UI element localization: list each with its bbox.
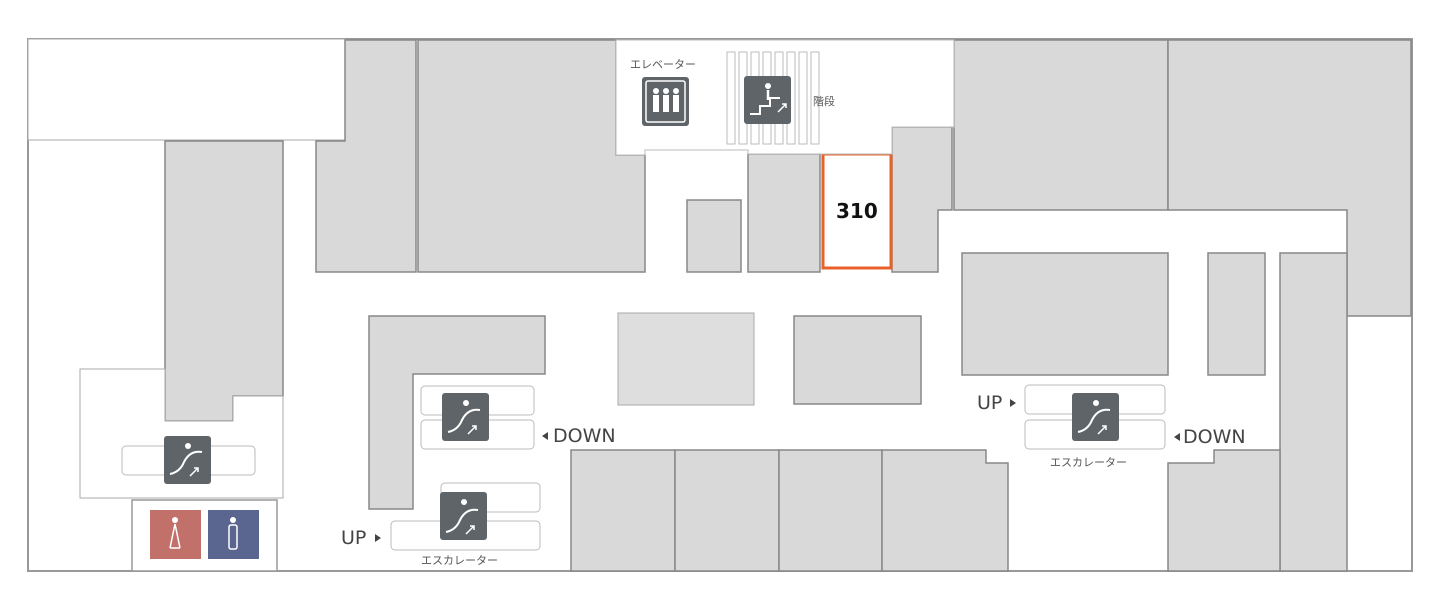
escalator-right-label: エスカレーター	[1050, 456, 1127, 469]
left-upper-unit	[27, 38, 346, 141]
arrow-up-left-icon	[375, 534, 381, 542]
shop-310[interactable]	[821, 152, 893, 270]
escalator-center-label: エスカレーター	[421, 554, 498, 567]
unit-l-shape[interactable]	[368, 315, 546, 510]
unit-left-column[interactable]	[164, 140, 284, 422]
restroom-women-icon[interactable]	[150, 510, 201, 559]
up-left-label: UP	[341, 527, 367, 549]
arrow-down-right-icon	[1174, 433, 1180, 441]
arrow-up-right-icon	[1010, 399, 1016, 407]
unit-bottom-b[interactable]	[674, 449, 780, 572]
escalator-center[interactable]	[420, 385, 535, 450]
shop-310-number[interactable]: 310	[836, 199, 878, 223]
unit-bottom-right[interactable]	[1167, 449, 1281, 572]
unit-top-b[interactable]	[417, 39, 646, 273]
unit-bottom-c[interactable]	[778, 449, 883, 572]
unit-right-narrow[interactable]	[1207, 252, 1266, 376]
unit-right-mid[interactable]	[961, 252, 1169, 376]
down-right-label: DOWN	[1183, 426, 1246, 448]
unit-bottom-a[interactable]	[570, 449, 676, 572]
unit-center-b[interactable]	[793, 315, 922, 405]
escalator-left[interactable]	[121, 436, 256, 484]
escalator-right[interactable]	[1024, 384, 1166, 450]
elevator-icon[interactable]	[642, 77, 689, 126]
stairs-icon[interactable]	[744, 76, 791, 124]
unit-small-b[interactable]	[747, 153, 821, 273]
restroom-men-icon[interactable]	[208, 510, 259, 559]
unit-right-tall[interactable]	[1279, 252, 1348, 572]
stairs-label: 階段	[813, 95, 835, 108]
unit-bottom-d[interactable]	[881, 449, 1009, 572]
unit-small-a[interactable]	[686, 199, 742, 273]
elevator-label: エレベーター	[630, 58, 696, 71]
arrow-down-left-icon	[542, 432, 548, 440]
up-right-label: UP	[977, 392, 1003, 414]
escalator-lower[interactable]	[390, 482, 541, 551]
down-left-label: DOWN	[553, 425, 616, 447]
unit-top-a[interactable]	[315, 39, 417, 273]
unit-center-a[interactable]	[617, 312, 755, 406]
unit-top-right-a[interactable]	[953, 39, 1169, 211]
